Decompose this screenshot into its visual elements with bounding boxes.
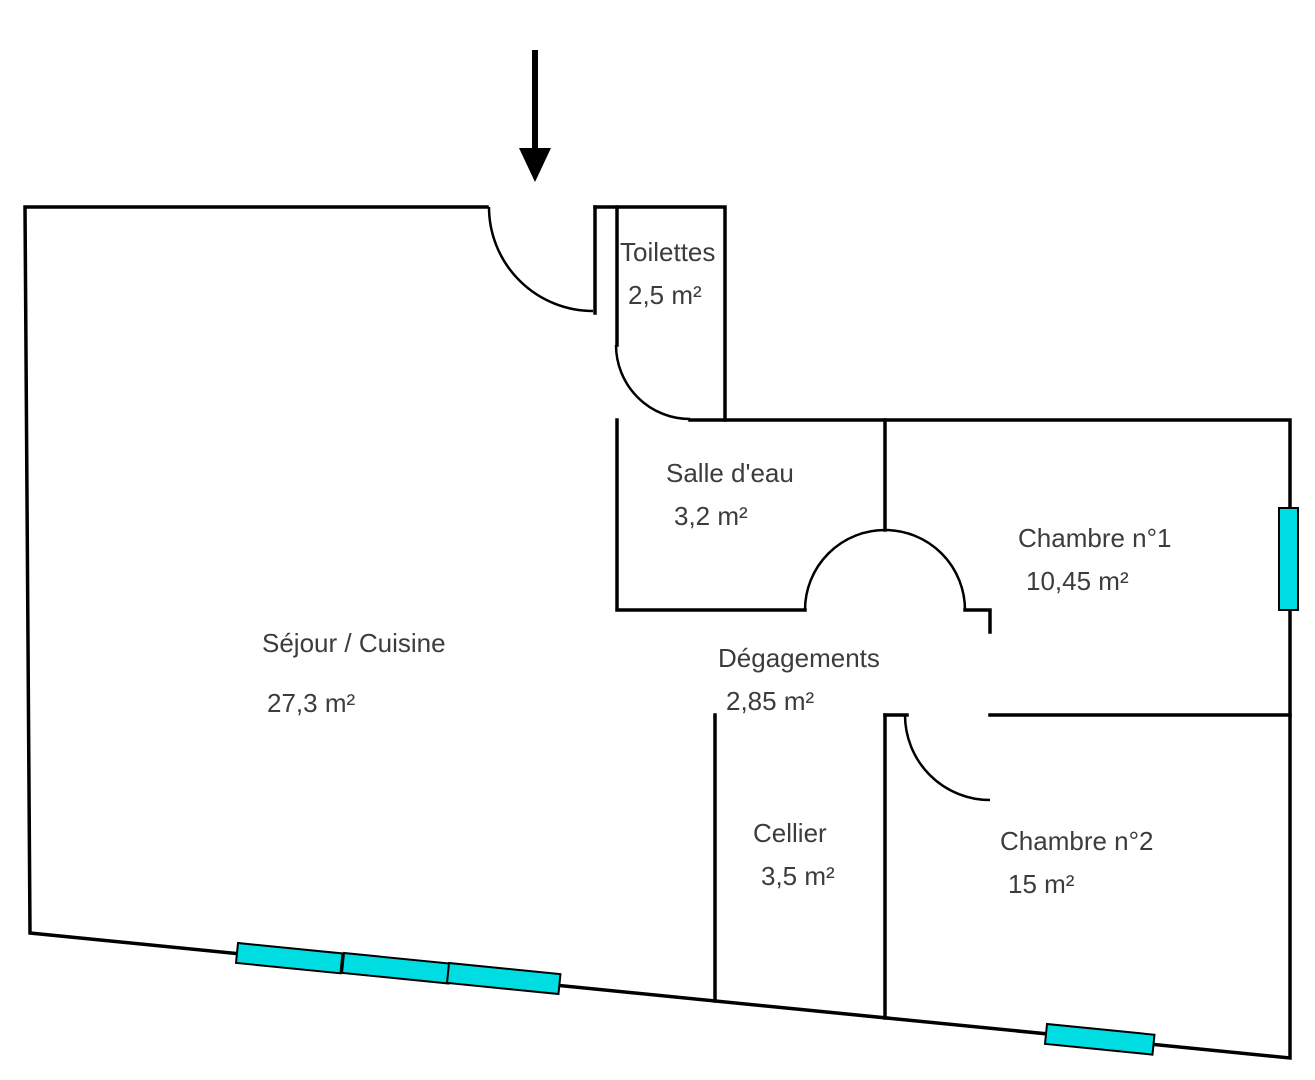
room-area: 15 m² bbox=[1008, 869, 1075, 899]
room-area: 3,5 m² bbox=[761, 861, 835, 891]
room-area: 2,5 m² bbox=[628, 280, 702, 310]
room-name: Séjour / Cuisine bbox=[262, 628, 446, 658]
salle-deau-walls bbox=[615, 418, 807, 612]
room-label-chambre-1: Chambre n°1 10,45 m² bbox=[1018, 523, 1171, 596]
room-name: Salle d'eau bbox=[666, 458, 794, 488]
room-name: Chambre n°1 bbox=[1018, 523, 1172, 553]
room-name: Toilettes bbox=[620, 237, 716, 267]
room-label-chambre-2: Chambre n°2 15 m² bbox=[1000, 826, 1153, 899]
chambre2-door-arc bbox=[903, 714, 991, 802]
toilettes-door-arc bbox=[614, 344, 691, 421]
room-label-salle-deau: Salle d'eau 3,2 m² bbox=[666, 458, 794, 531]
window-right-wall bbox=[1278, 507, 1299, 611]
room-area: 2,85 m² bbox=[726, 686, 815, 716]
window-bottom-left-1 bbox=[234, 941, 344, 975]
room-name: Chambre n°2 bbox=[1000, 826, 1154, 856]
room-area: 27,3 m² bbox=[267, 688, 356, 718]
entrance-door-arc bbox=[487, 206, 594, 313]
room-name: Cellier bbox=[753, 818, 827, 848]
window-bottom-left-3 bbox=[445, 961, 562, 996]
window-bottom-left-2 bbox=[340, 951, 452, 985]
room-name: Dégagements bbox=[718, 643, 880, 673]
room-label-sejour-cuisine: Séjour / Cuisine 27,3 m² bbox=[262, 628, 446, 718]
hall-chambre1-jamb bbox=[963, 608, 992, 634]
outer-walls bbox=[23, 205, 1292, 1060]
room-area: 10,45 m² bbox=[1026, 566, 1129, 596]
room-label-toilettes: Toilettes 2,5 m² bbox=[620, 237, 715, 310]
room-label-degagements: Dégagements 2,85 m² bbox=[718, 643, 880, 716]
salle-deau-door-arc bbox=[803, 528, 967, 611]
entrance-arrow-icon bbox=[519, 50, 551, 182]
room-area: 3,2 m² bbox=[674, 501, 748, 531]
window-bottom-right bbox=[1043, 1022, 1156, 1056]
room-label-cellier: Cellier 3,5 m² bbox=[753, 818, 835, 891]
